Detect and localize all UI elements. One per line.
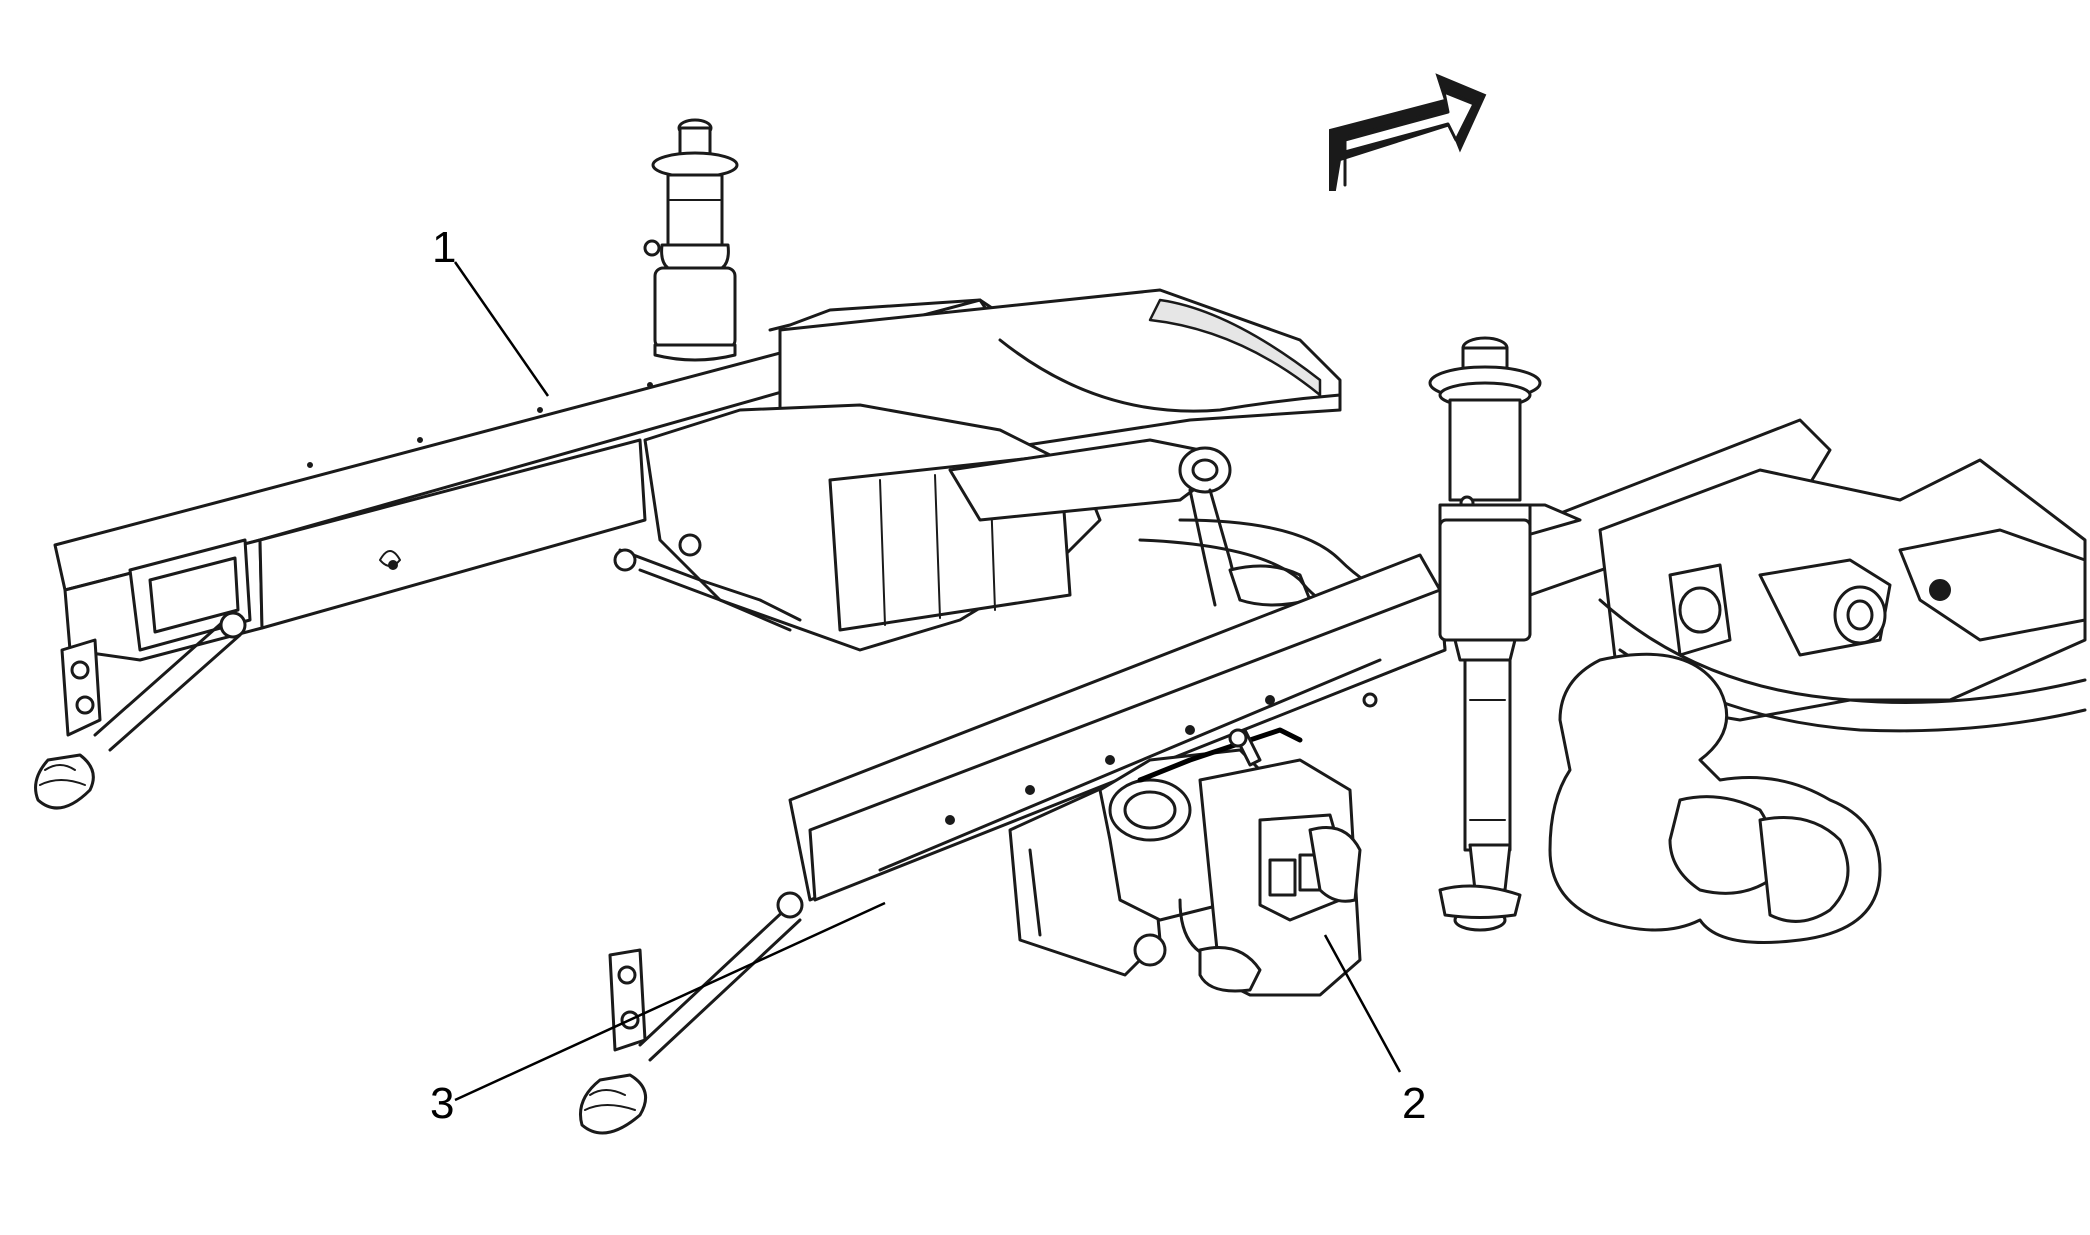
air-compressor: [1008, 727, 1362, 997]
leader-line-1: [453, 261, 550, 397]
forward-arrow-icon: [1329, 73, 1487, 191]
front-height-linkage: [579, 891, 804, 1135]
callout-3: 3: [430, 1079, 454, 1128]
left-frame-rail: [53, 298, 1012, 662]
leader-line-2: [1323, 934, 1402, 1073]
leader-line-3: [454, 901, 886, 1102]
leader-lines: [453, 261, 1402, 1102]
rear-height-linkage: [34, 611, 247, 810]
callout-1: 1: [432, 223, 456, 272]
callout-2: 2: [1402, 1079, 1426, 1128]
center-frame-section: [613, 288, 1442, 652]
front-air-spring-right: [1428, 336, 1542, 919]
rear-air-spring-left: [643, 118, 739, 362]
